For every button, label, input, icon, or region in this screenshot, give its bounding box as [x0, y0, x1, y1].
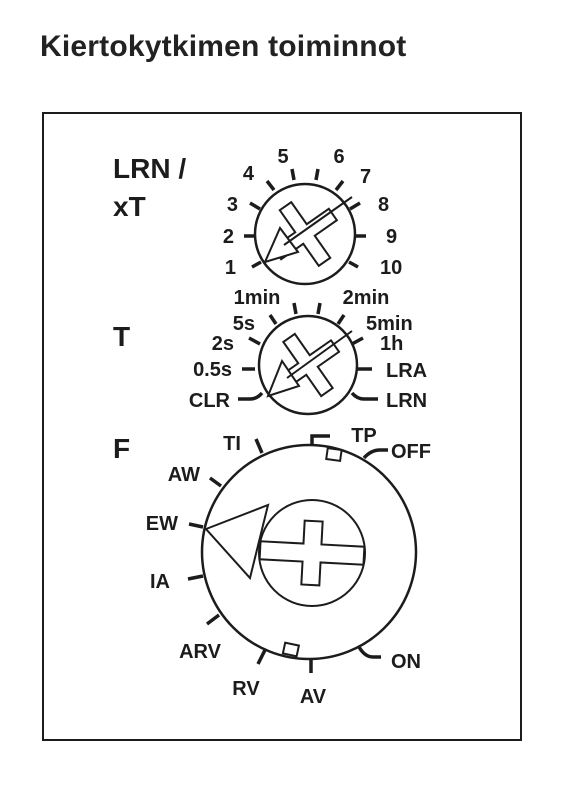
- dial-lrn-indicator-line: [283, 196, 353, 246]
- dial-f-cross-slot: [258, 519, 366, 587]
- tick-mark: [351, 336, 364, 346]
- tick-mark: [292, 302, 298, 315]
- dial-t-indicator-line: [286, 330, 353, 379]
- dial-t-tick-labels: CLR 0.5s 2s 5s 1min 2min 5min 1h LRA LRN: [189, 287, 427, 412]
- tick-label-tp: TP: [351, 425, 377, 447]
- tick-mark: [265, 179, 276, 192]
- tick-mark: [349, 201, 361, 211]
- dial-lrn-tick-labels: 1 2 3 4 5 6 7 8 9 10: [223, 146, 402, 279]
- tick-mark: [336, 314, 346, 325]
- tick-label-9: 9: [386, 226, 397, 248]
- tick-mark: [348, 260, 359, 269]
- tick-mark: [238, 391, 264, 401]
- tick-mark: [188, 522, 204, 529]
- dial-t-tick-marks: [238, 302, 378, 401]
- tick-mark: [268, 314, 278, 325]
- tick-label-rv: RV: [232, 678, 260, 700]
- tick-label-0-5s: 0.5s: [193, 359, 232, 381]
- tick-label-6: 6: [333, 146, 344, 168]
- dial-f-tick-labels: TI AW EW IA ARV RV AV ON OFF TP: [146, 425, 431, 708]
- tick-label-ti: TI: [223, 433, 241, 455]
- tick-mark: [334, 179, 345, 192]
- tick-label-lrn: LRN: [386, 390, 427, 412]
- tick-label-ew: EW: [146, 513, 178, 535]
- tick-mark: [187, 574, 204, 581]
- tick-label-10: 10: [380, 257, 402, 279]
- tick-label-8: 8: [378, 194, 389, 216]
- tick-label-2min: 2min: [343, 287, 390, 309]
- tick-label-ia: IA: [150, 571, 170, 593]
- tick-mark: [208, 476, 223, 488]
- tick-label-3: 3: [227, 194, 238, 216]
- tick-mark: [314, 168, 320, 181]
- tick-mark: [290, 168, 296, 181]
- tick-label-av: AV: [300, 686, 327, 708]
- tick-mark: [316, 302, 322, 315]
- tick-mark: [249, 201, 261, 211]
- diagram-frame: [42, 112, 522, 741]
- tick-label-5min: 5min: [366, 313, 413, 335]
- tick-mark: [251, 260, 262, 269]
- tick-label-2s: 2s: [212, 333, 234, 355]
- tick-mark: [256, 649, 267, 665]
- dial-t-pointer: [266, 358, 301, 398]
- dial-lrn-tick-marks: [244, 168, 366, 269]
- tick-mark: [310, 434, 330, 445]
- dial-lrn-xt: LRN / xT 1 2 3 4 5 6 7 8: [113, 146, 402, 286]
- tick-label-1min: 1min: [234, 287, 281, 309]
- tick-mark: [205, 613, 221, 626]
- page-title: Kiertokytkimen toiminnot: [40, 30, 407, 63]
- tick-label-5: 5: [277, 146, 288, 168]
- dial-t-label: T: [113, 321, 130, 352]
- tick-label-5s: 5s: [233, 313, 255, 335]
- dial-f-notch-bottom: [281, 641, 301, 658]
- tick-label-arv: ARV: [179, 641, 222, 663]
- tick-label-clr: CLR: [189, 390, 231, 412]
- dial-f-pointer: [204, 503, 270, 581]
- dial-lrn-pointer: [263, 226, 300, 264]
- tick-label-1: 1: [225, 257, 236, 279]
- tick-label-on: ON: [391, 651, 421, 673]
- tick-label-1h: 1h: [380, 333, 403, 355]
- tick-mark: [362, 448, 388, 460]
- dial-f-notch-top: [325, 446, 343, 463]
- tick-label-off: OFF: [391, 441, 431, 463]
- dial-lrn-label-line2: xT: [113, 191, 146, 222]
- tick-label-lra: LRA: [386, 360, 427, 382]
- dial-f-label: F: [113, 433, 130, 464]
- tick-label-2: 2: [223, 226, 234, 248]
- tick-mark: [356, 644, 381, 659]
- tick-mark: [248, 336, 261, 346]
- dial-t: T CLR 0.5s 2s 5s 1min 2min 5min: [113, 287, 427, 416]
- tick-label-aw: AW: [168, 464, 200, 486]
- tick-label-4: 4: [243, 163, 255, 185]
- tick-mark: [254, 438, 264, 454]
- dial-f: F TI AW EW IA ARV RV AV: [113, 425, 431, 708]
- tick-label-7: 7: [360, 166, 371, 188]
- dial-lrn-label-line1: LRN /: [113, 153, 186, 184]
- tick-mark: [350, 391, 378, 401]
